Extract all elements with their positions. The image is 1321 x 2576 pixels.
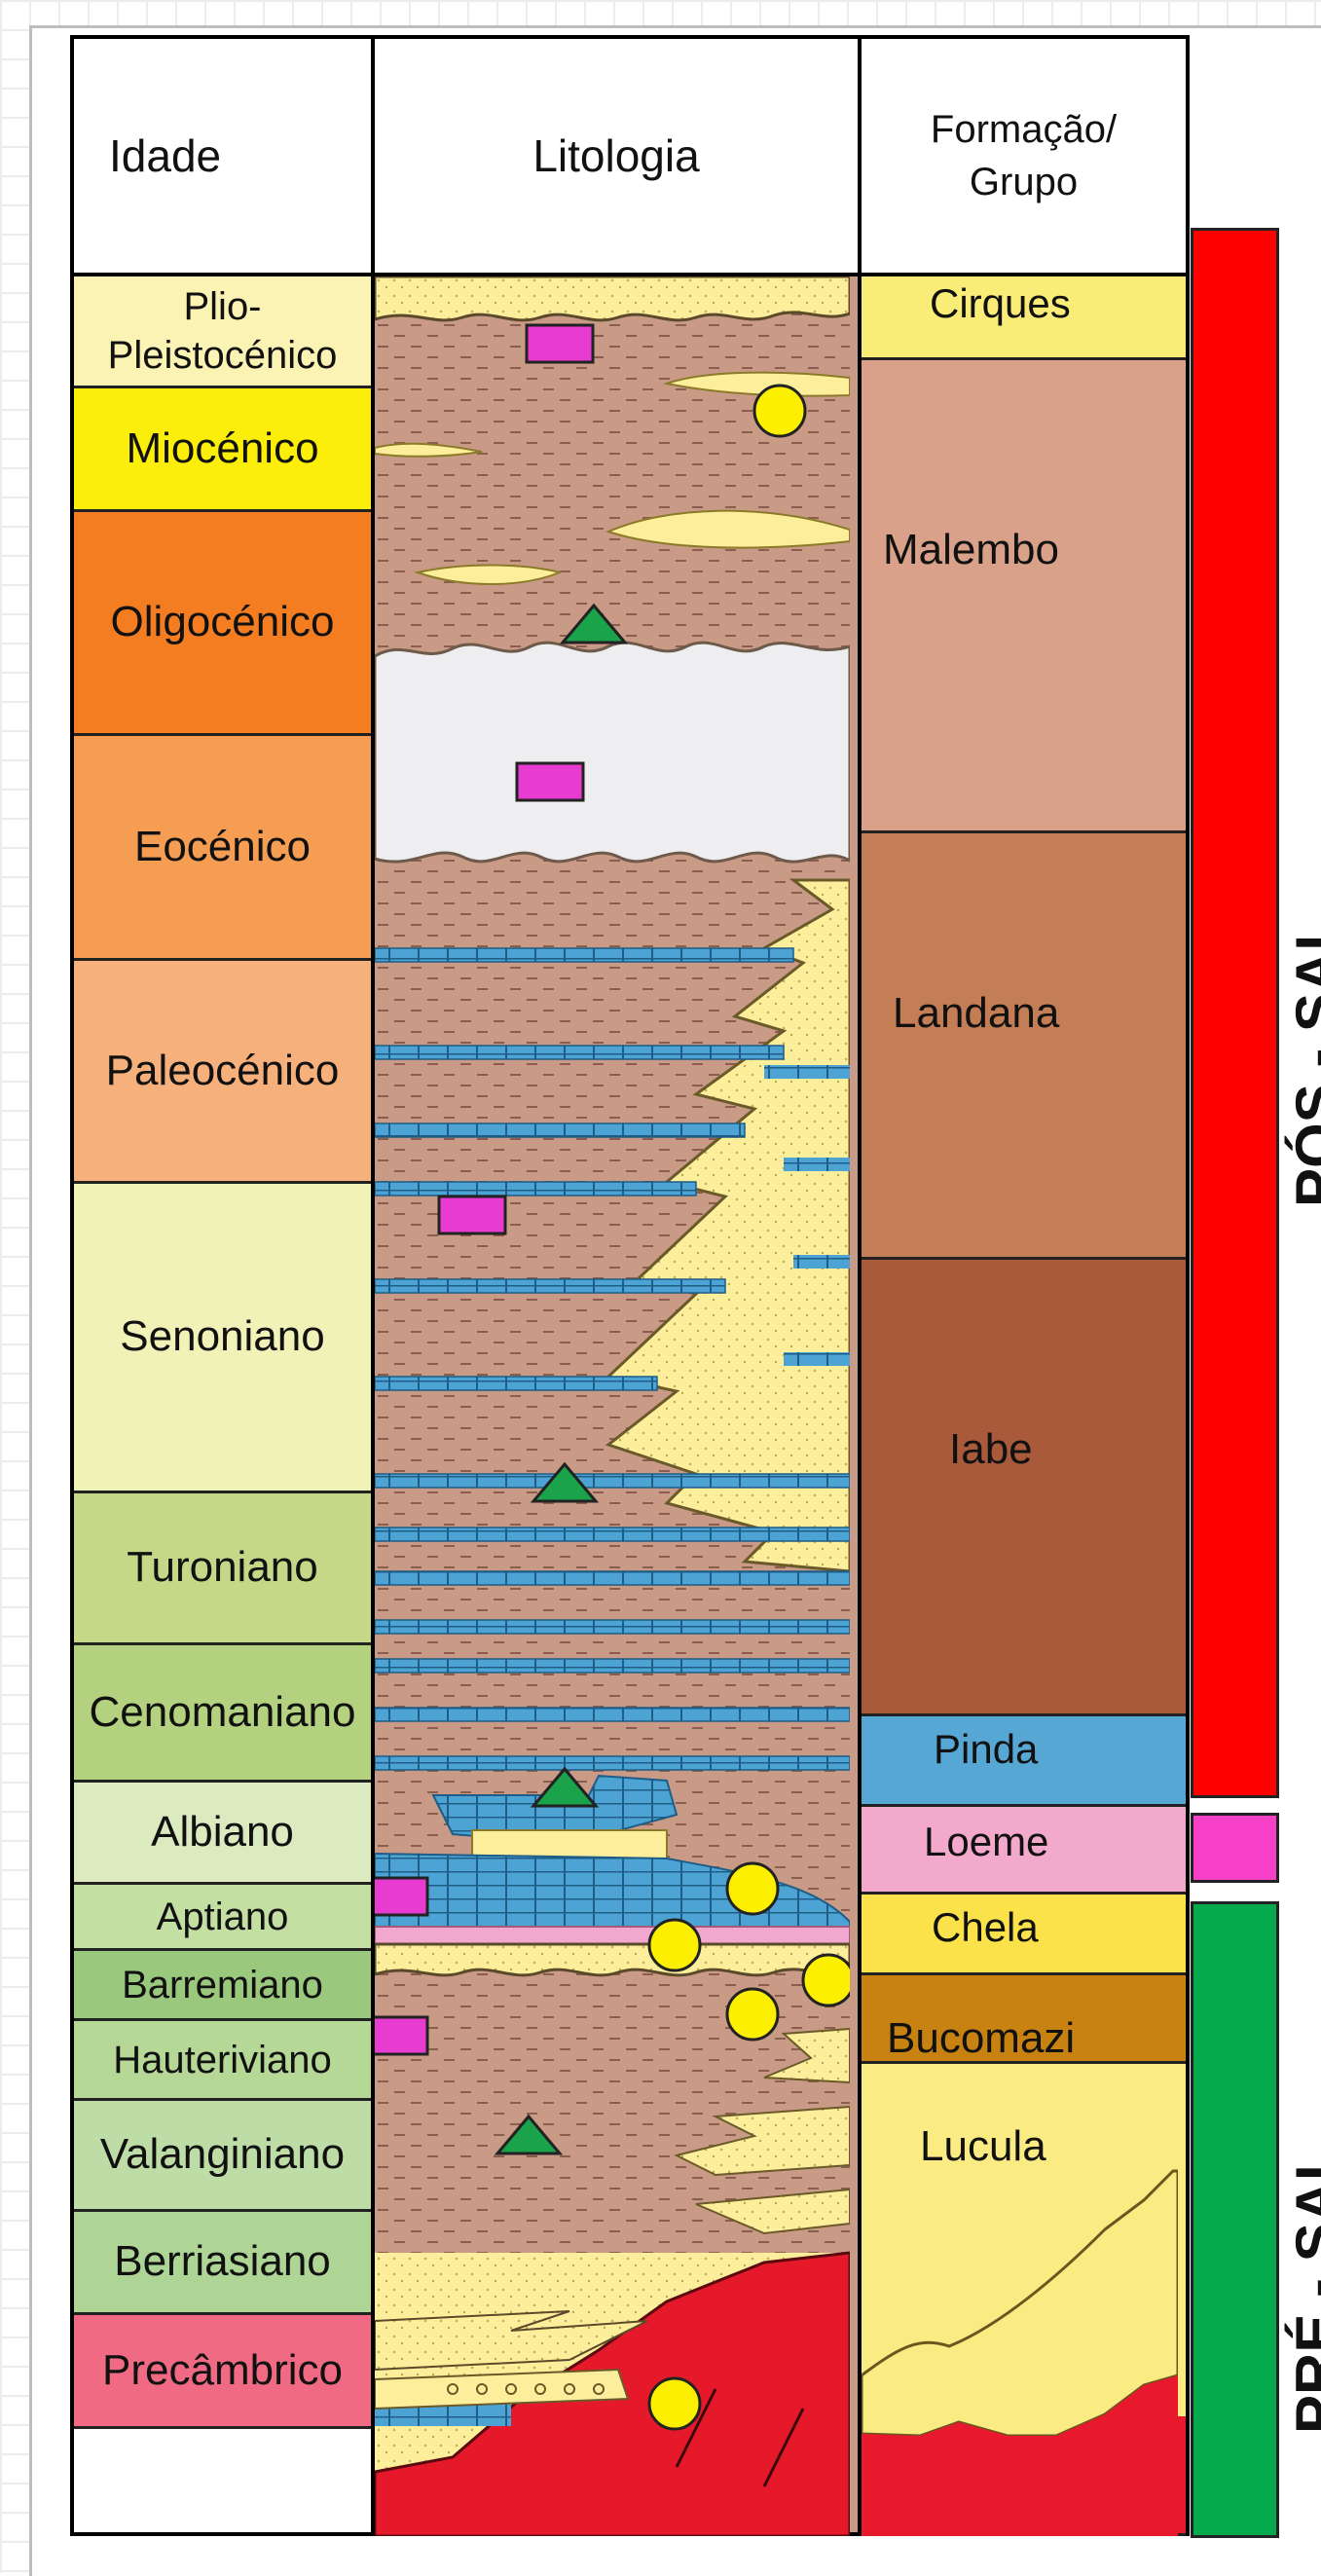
reservoir-marker (754, 386, 805, 436)
age-label: Eocénico (134, 825, 311, 869)
formation-label: Malembo (883, 526, 1059, 574)
age-cell: Eocénico (74, 736, 371, 961)
carbonate-stringer (375, 1474, 850, 1488)
age-cell: Valanginiano (74, 2101, 371, 2212)
age-cell: Oligocénico (74, 512, 371, 736)
carbonate-stringer (784, 1158, 850, 1171)
formation-unconformity-overlay (862, 2054, 1178, 2541)
age-cell: Barremiano (74, 1951, 371, 2021)
carbonate-stringer (784, 1352, 850, 1366)
unconformity-gap (375, 643, 850, 862)
formation-label: Loeme (924, 1819, 1048, 1865)
lithology-header-label: Litologia (532, 129, 699, 182)
age-label: Hauteriviano (113, 2040, 332, 2080)
formation-label: Iabe (949, 1425, 1033, 1474)
age-label: Miocénico (126, 426, 318, 471)
source-rock-marker (517, 763, 583, 800)
source-rock-marker (375, 1878, 427, 1915)
lithology-header: Litologia (375, 39, 858, 276)
age-cell: Aptiano (74, 1885, 371, 1951)
formation-header: Formação/ Grupo (862, 39, 1186, 276)
carbonate-stringer (375, 1527, 850, 1541)
age-header: Idade (74, 39, 371, 276)
reservoir-marker (803, 1955, 850, 2006)
age-cell: Berriasiano (74, 2212, 371, 2315)
salt-bar (1191, 1813, 1279, 1883)
reservoir-marker (649, 2378, 700, 2429)
carbonate-stringer (375, 1279, 725, 1293)
salt-layer (375, 1927, 850, 1944)
age-label: Turoniano (127, 1545, 318, 1590)
age-label: Valanginiano (100, 2132, 345, 2177)
carbonate-stringer (375, 1708, 850, 1721)
age-label: Barremiano (122, 1965, 323, 2006)
formation-cell: Cirques (862, 276, 1186, 360)
age-cell: Plio- Pleistocénico (74, 276, 371, 388)
carbonate-stringer (764, 1065, 850, 1079)
sand-layer (375, 1944, 850, 1975)
age-cell: Albiano (74, 1783, 371, 1885)
formation-cell: Malembo (862, 360, 1186, 833)
age-cell: Miocénico (74, 388, 371, 512)
formation-cell: Pinda (862, 1716, 1186, 1807)
formation-label: Cirques (930, 280, 1071, 327)
reservoir-marker (727, 1863, 778, 1914)
phase-label: PÓS - SAL (1283, 915, 1321, 1207)
reservoir-marker (649, 1920, 700, 1970)
age-label: Paleocénico (106, 1049, 340, 1093)
age-label: Berriasiano (114, 2239, 331, 2284)
formation-cell: Iabe (862, 1260, 1186, 1716)
pre-sal-bar (1191, 1901, 1279, 2538)
formation-cell: Loeme (862, 1807, 1186, 1895)
age-label: Senoniano (120, 1314, 324, 1359)
age-cell: Senoniano (74, 1184, 371, 1493)
carbonate-stringer (375, 1756, 850, 1770)
carbonate-stringer (375, 1659, 850, 1673)
age-label: Plio- Pleistocénico (108, 282, 338, 380)
carbonate-stringer (375, 1571, 850, 1585)
age-cell: Precâmbrico (74, 2315, 371, 2429)
age-cell: Paleocénico (74, 961, 371, 1184)
carbonate-stringer (375, 1620, 850, 1634)
source-rock-marker (527, 325, 593, 362)
formation-cell: Chela (862, 1895, 1186, 1975)
age-cell: Cenomaniano (74, 1645, 371, 1783)
source-rock-marker (439, 1196, 505, 1233)
carbonate-stringer (375, 1182, 696, 1196)
formation-label: Pinda (934, 1726, 1038, 1773)
formation-header-label: Formação/ Grupo (931, 103, 1117, 208)
age-label: Aptiano (157, 1896, 289, 1937)
formation-label: Chela (932, 1904, 1039, 1951)
lithology-column: Litologia (371, 35, 862, 2536)
lithology-log (375, 276, 850, 2536)
age-cell: Hauteriviano (74, 2021, 371, 2101)
age-label: Precâmbrico (102, 2348, 343, 2393)
carbonate-stringer (375, 1377, 657, 1390)
carbonate-stringer (375, 1046, 784, 1059)
carbonate-stringer (375, 948, 793, 962)
carbonate-stringer (375, 1123, 745, 1137)
age-cell: Turoniano (74, 1493, 371, 1645)
phase-label: PRÉ - SAL (1283, 2145, 1321, 2434)
formation-cell: Landana (862, 833, 1186, 1260)
source-rock-marker (375, 2017, 427, 2054)
sand-layer (375, 276, 850, 320)
age-label: Albiano (151, 1810, 294, 1855)
carbonate-stringer (793, 1255, 850, 1269)
age-label: Cenomaniano (90, 1690, 356, 1735)
age-label: Oligocénico (111, 600, 335, 644)
reservoir-marker (727, 1989, 778, 2040)
formation-label: Landana (893, 989, 1059, 1038)
pos-sal-bar (1191, 228, 1279, 1798)
age-header-label: Idade (109, 129, 221, 182)
formation-cell: Bucomazi (862, 1975, 1186, 2064)
